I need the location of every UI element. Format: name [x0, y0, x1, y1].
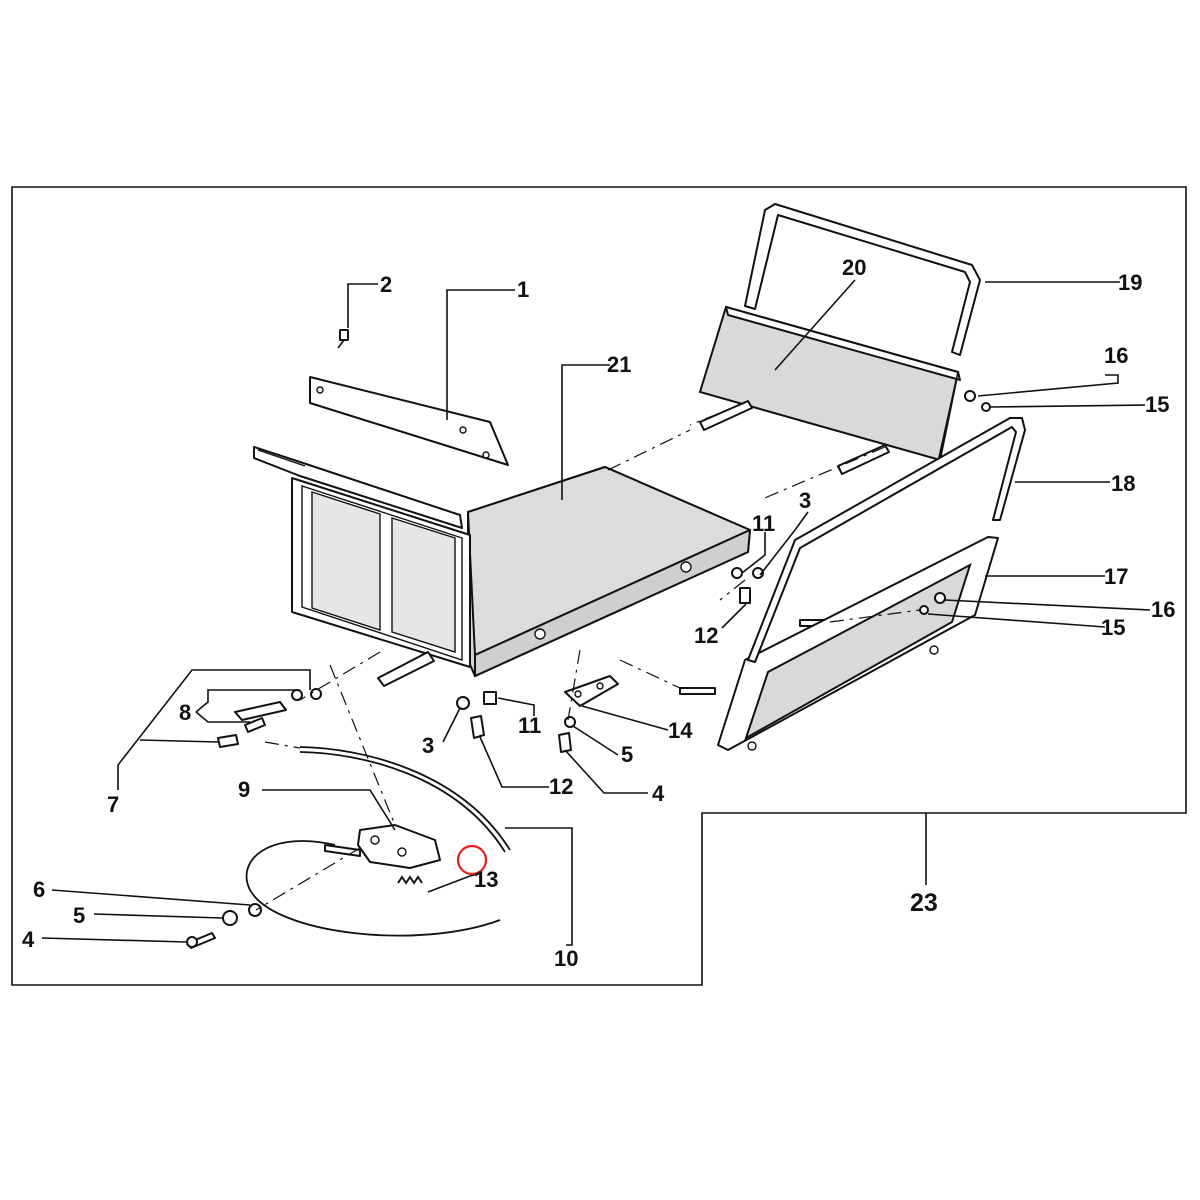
callout-10: 10 — [554, 946, 578, 971]
callout-19: 19 — [1118, 270, 1142, 295]
assembly-outline-box — [11, 186, 1187, 986]
part-cargo-bed — [467, 465, 752, 678]
part-front-gate-frame — [253, 446, 471, 668]
callout-2: 2 — [380, 272, 392, 297]
callout-6: 6 — [33, 877, 45, 902]
callout-15-bottom: 15 — [1101, 615, 1125, 640]
part-latch-mechanism — [324, 824, 441, 869]
callout-4-right: 4 — [652, 781, 665, 806]
callout-18: 18 — [1111, 471, 1135, 496]
callout-12-right: 12 — [694, 623, 718, 648]
part-back-rail — [744, 203, 981, 356]
part-cable-10 — [299, 746, 511, 853]
part-side-panel — [717, 536, 999, 751]
part-side-rail — [747, 417, 1026, 663]
part-hardware — [456, 390, 991, 753]
part-latch-handle — [217, 688, 322, 748]
part-bolt-washer-nut — [186, 903, 262, 949]
part-rods — [377, 400, 890, 695]
part-screw-2 — [337, 329, 349, 349]
callout-7: 7 — [107, 792, 119, 817]
assembly-center-lines — [255, 402, 921, 911]
callout-21: 21 — [607, 352, 631, 377]
callout-13: 13 — [474, 867, 498, 892]
part-cover-plate — [309, 376, 509, 466]
callout-5-left: 5 — [73, 903, 85, 928]
callout-9: 9 — [238, 777, 250, 802]
callout-17: 17 — [1104, 564, 1128, 589]
callout-3-left: 3 — [422, 733, 434, 758]
callout-20: 20 — [842, 255, 866, 280]
callout-23: 23 — [910, 889, 938, 917]
part-back-panel — [698, 305, 961, 463]
callout-15-top: 15 — [1145, 392, 1169, 417]
callout-16-top: 16 — [1104, 343, 1128, 368]
leader-lines — [41, 279, 1151, 946]
callout-1: 1 — [517, 277, 529, 302]
callout-8: 8 — [179, 700, 191, 725]
callout-4-left: 4 — [22, 927, 35, 952]
callout-3-right: 3 — [799, 488, 811, 513]
callout-11-right: 11 — [752, 511, 775, 536]
part-cable-loop — [245, 840, 501, 937]
callout-12-left: 12 — [549, 774, 573, 799]
part-spring-13 — [397, 875, 423, 885]
callout-14: 14 — [668, 718, 693, 743]
part-bracket-14 — [564, 675, 619, 707]
highlight-circle — [456, 844, 488, 876]
callout-5-right: 5 — [621, 742, 633, 767]
callout-11-left: 11 — [518, 713, 541, 738]
callout-16-bottom: 16 — [1151, 597, 1175, 622]
